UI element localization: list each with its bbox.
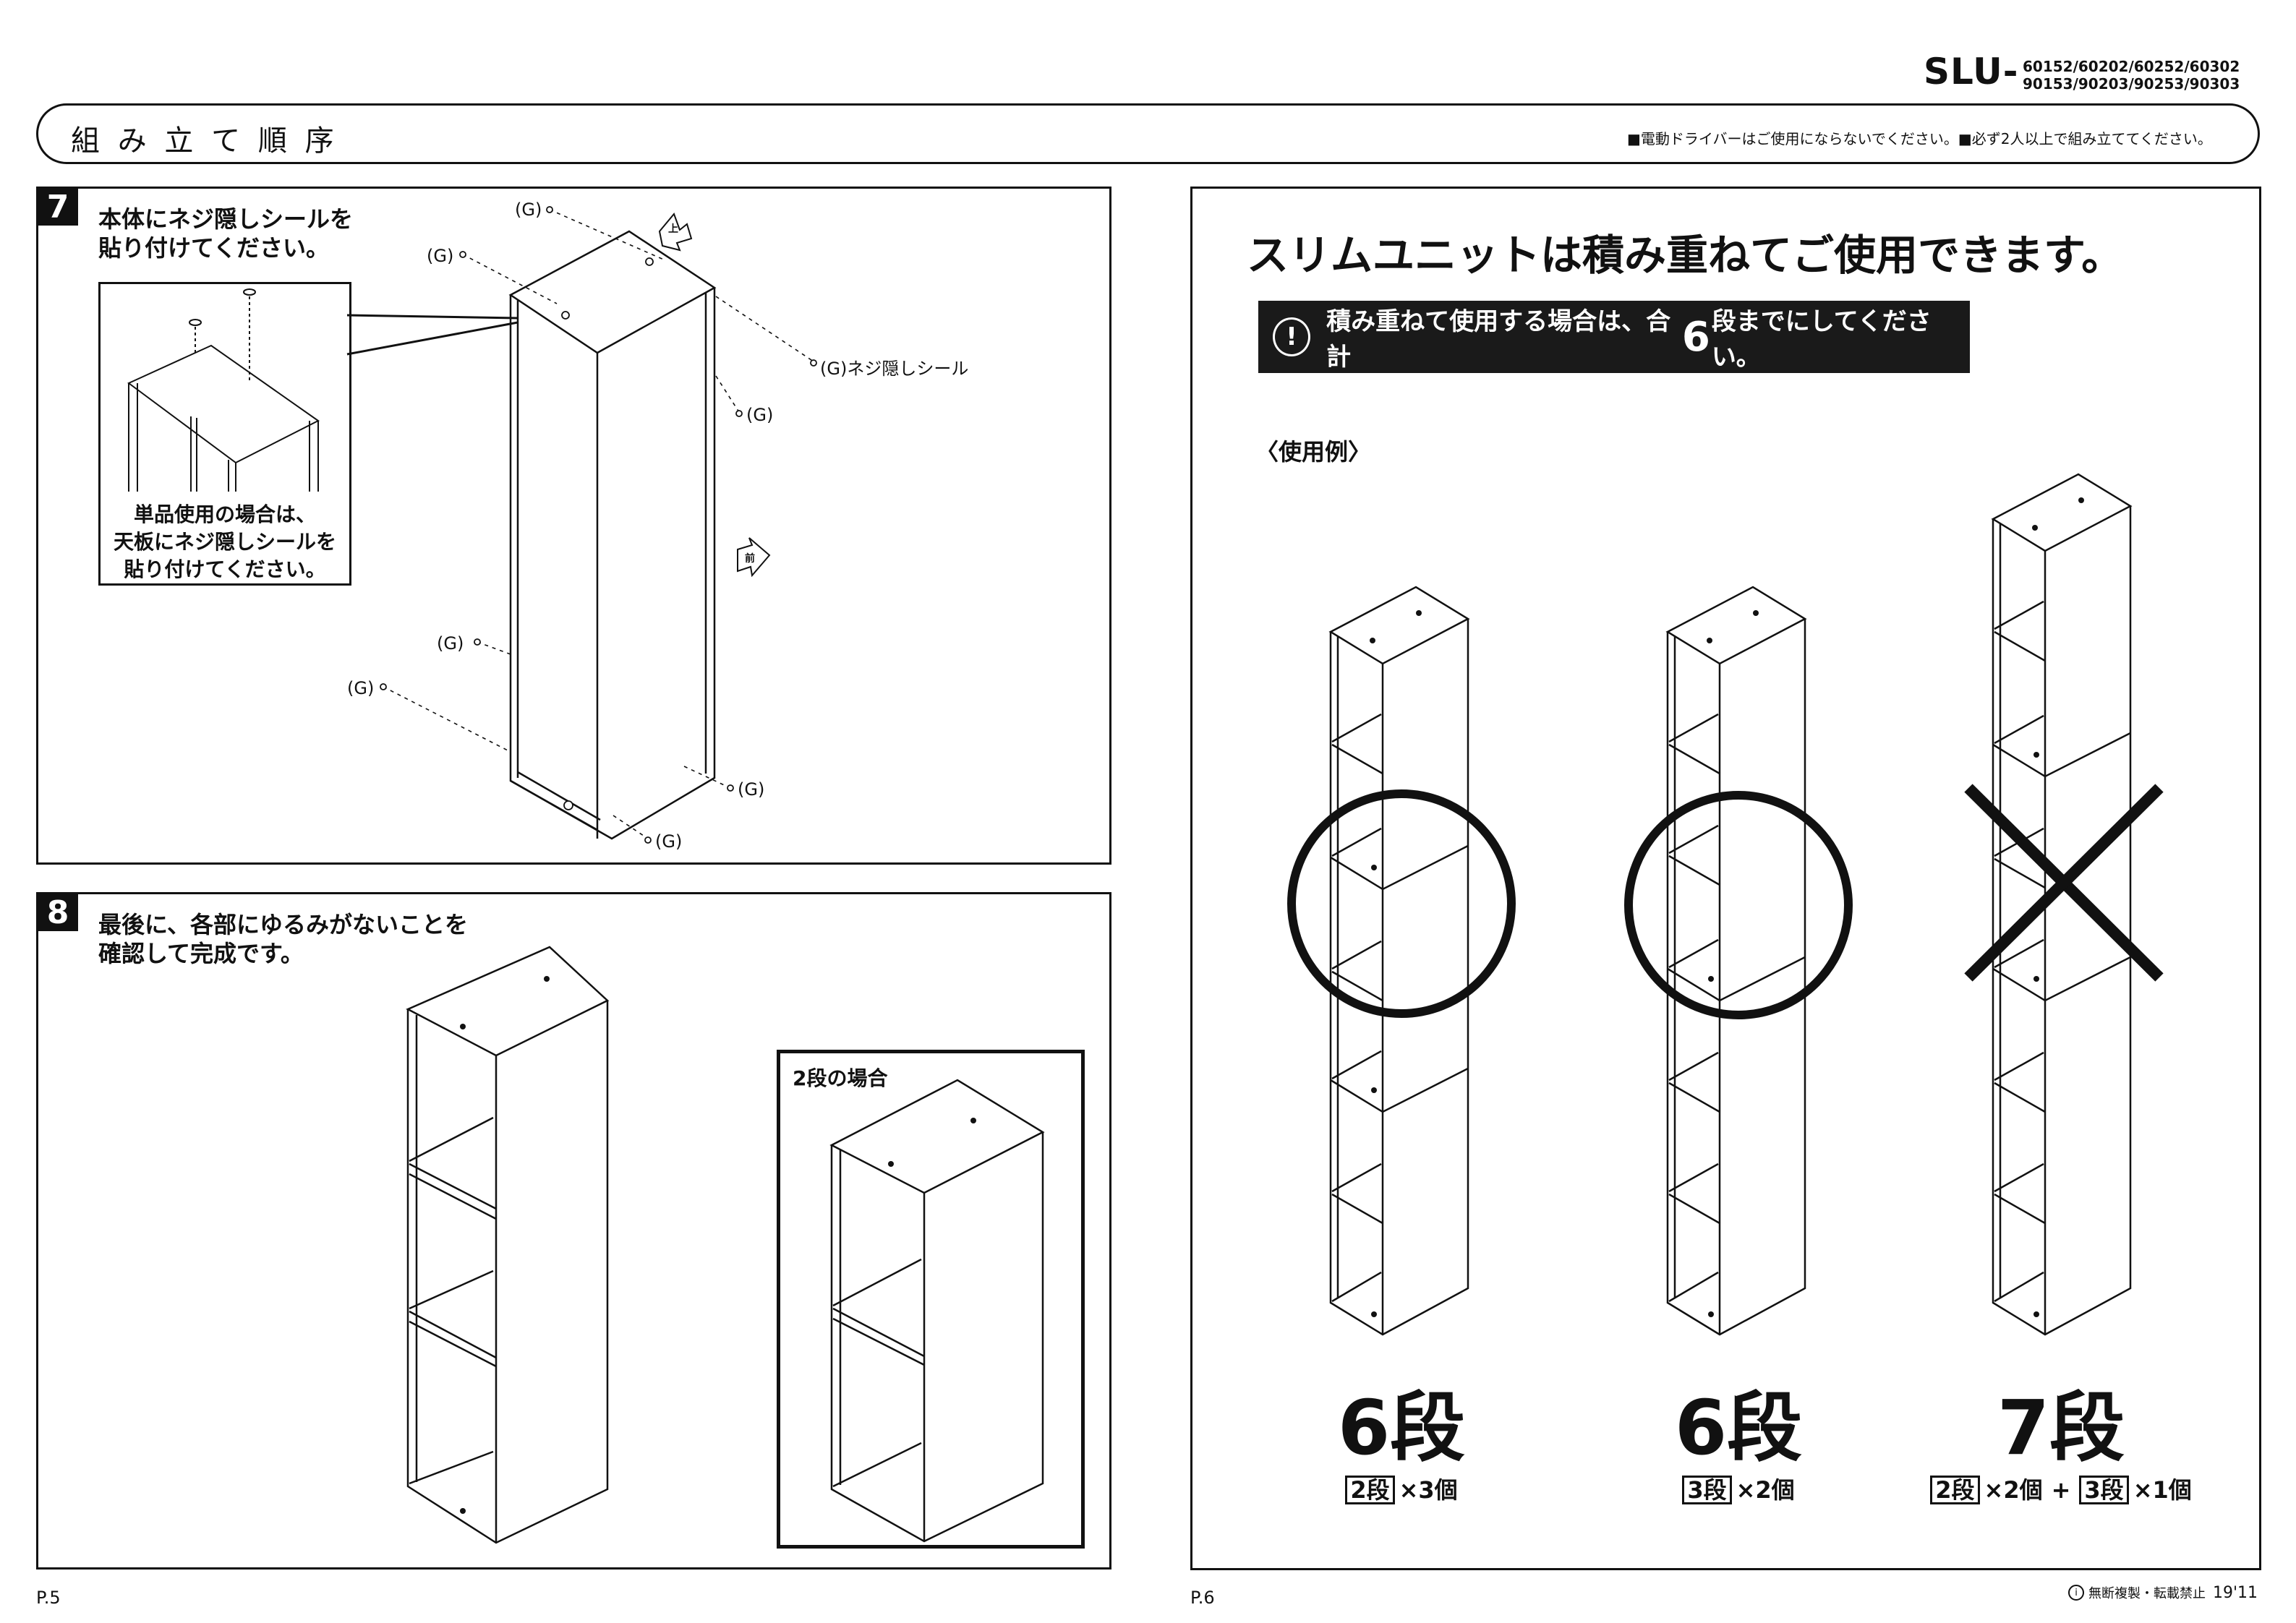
g-callout-1: (G) bbox=[515, 200, 542, 220]
ng-cross-icon bbox=[1964, 784, 2164, 982]
step8-instruction-line1: 最後に、各部にゆるみがないことを bbox=[98, 911, 469, 938]
example3-unit-qty-2: ×1個 bbox=[2133, 1476, 2192, 1504]
g-callout-7: (G) bbox=[655, 831, 683, 852]
front-arrow-icon bbox=[737, 537, 771, 578]
page-number-right: P.6 bbox=[1190, 1588, 1215, 1608]
notice-text-post: 段までにしてください。 bbox=[1711, 307, 1932, 372]
g-callout-2: (G) bbox=[427, 246, 454, 266]
g-callout-4: (G) bbox=[437, 633, 464, 654]
g-callout-6: (G) bbox=[738, 779, 765, 800]
notice-text-pre: 積み重ねて使用する場合は、合計 bbox=[1326, 307, 1671, 372]
g-seal-callout: (G)ネジ隠しシール bbox=[820, 359, 969, 379]
info-icon: i bbox=[2068, 1585, 2084, 1601]
step7-inset-line1: 単品使用の場合は、 bbox=[133, 502, 316, 526]
example2-unit-type: 3段 bbox=[1682, 1476, 1732, 1504]
up-arrow-label: 上 bbox=[668, 223, 678, 235]
notice-max-count: 6 bbox=[1681, 313, 1710, 361]
stacking-panel bbox=[1190, 187, 2261, 1570]
g-callout-5: (G) bbox=[347, 678, 375, 698]
step8-instruction-line2: 確認して完成です。 bbox=[98, 940, 304, 967]
step7-inset-line3: 貼り付けてください。 bbox=[124, 557, 326, 581]
example3-unit-qty-1: ×2個 bbox=[1984, 1476, 2043, 1504]
g-callout-3: (G) bbox=[746, 405, 774, 425]
step7-instruction-line1: 本体にネジ隠しシールを bbox=[98, 205, 354, 233]
step7-number: 7 bbox=[38, 188, 78, 226]
example3-tier-count: 7段 bbox=[1997, 1384, 2125, 1472]
model-numbers-line2: 90153/90203/90253/90303 bbox=[2023, 75, 2240, 93]
front-arrow-label: 前 bbox=[745, 553, 755, 565]
model-prefix: SLU- bbox=[1924, 51, 2019, 93]
page-number-left: P.5 bbox=[36, 1588, 61, 1608]
stacking-notice: ! 積み重ねて使用する場合は、合計 6 段までにしてください。 bbox=[1258, 301, 1970, 373]
step8-2tier-inset-title: 2段の場合 bbox=[793, 1066, 888, 1090]
copyright-notice: i 無断複製・転載禁止 19'11 bbox=[2068, 1583, 2258, 1602]
section-title-bar bbox=[36, 103, 2260, 164]
example2-unit-qty: ×2個 bbox=[1736, 1476, 1795, 1504]
up-arrow-icon bbox=[658, 213, 693, 252]
step7-panel bbox=[36, 187, 1111, 865]
example1-unit-qty: ×3個 bbox=[1399, 1476, 1458, 1504]
assembly-warning: ■電動ドライバーはご使用にならないでください。■必ず2人以上で組み立ててください… bbox=[1627, 130, 2212, 147]
example2-tier-count: 6段 bbox=[1674, 1384, 1803, 1472]
print-date: 19'11 bbox=[2213, 1583, 2258, 1602]
warning-exclamation-icon: ! bbox=[1273, 317, 1311, 356]
example3-unit-type-2: 3段 bbox=[2079, 1476, 2129, 1504]
ok-circle-2 bbox=[1624, 791, 1853, 1019]
example1-combination: 2段×3個 bbox=[1293, 1472, 1510, 1505]
step7-instruction-line2: 貼り付けてください。 bbox=[98, 234, 330, 262]
example3-combination: 2段×2個 +3段×1個 bbox=[1909, 1472, 2213, 1505]
step8-2tier-inset-box bbox=[777, 1050, 1085, 1549]
example1-unit-type: 2段 bbox=[1345, 1476, 1395, 1504]
model-numbers-line1: 60152/60202/60252/60302 bbox=[2023, 58, 2240, 75]
usage-example-label: 〈使用例〉 bbox=[1255, 438, 1372, 466]
step8-panel bbox=[36, 892, 1111, 1570]
section-title: 組 み 立 て 順 序 bbox=[71, 124, 338, 158]
step7-inset-line2: 天板にネジ隠しシールを bbox=[113, 530, 336, 554]
example3-unit-type-1: 2段 bbox=[1930, 1476, 1980, 1504]
example2-combination: 3段×2個 bbox=[1630, 1472, 1847, 1505]
example1-tier-count: 6段 bbox=[1337, 1384, 1466, 1472]
copyright-text: 無断複製・転載禁止 bbox=[2088, 1586, 2206, 1601]
step8-number: 8 bbox=[38, 894, 78, 931]
example3-plus: + bbox=[2051, 1476, 2071, 1504]
ok-circle-1 bbox=[1287, 789, 1516, 1018]
stacking-headline: スリムユニットは積み重ねてご使用できます。 bbox=[1247, 231, 2124, 280]
